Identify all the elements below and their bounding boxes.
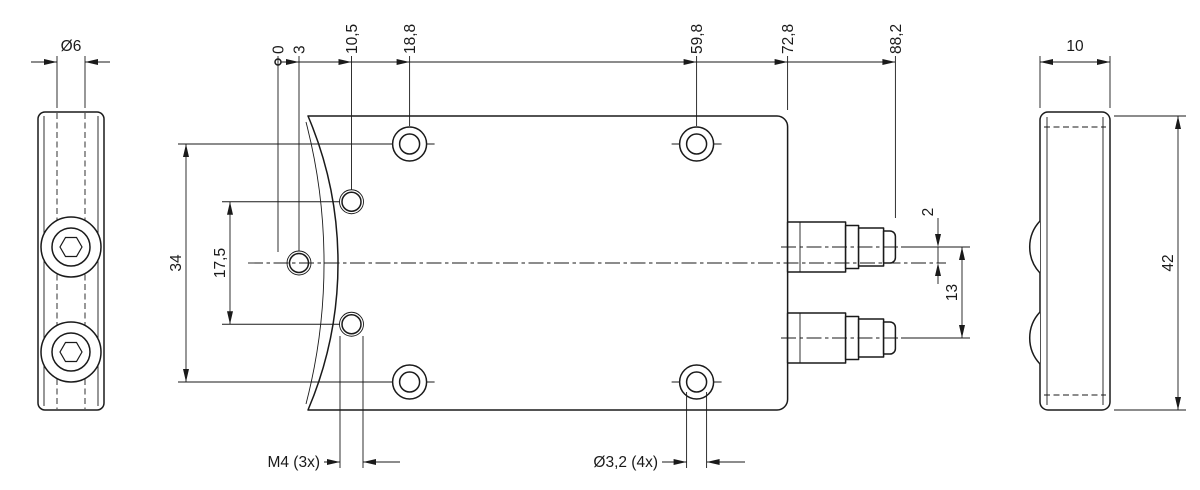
dim-lines — [324, 336, 400, 468]
dim-lines — [662, 392, 745, 468]
right-side-view — [1028, 111, 1111, 411]
socket-screw-head — [40, 321, 102, 383]
arrowheads — [327, 459, 376, 465]
dim-lines — [178, 143, 392, 383]
counterbore-hole — [384, 364, 435, 400]
callout-label-m4: M4 (3x) — [267, 454, 320, 471]
callout-m4: M4 (3x) — [267, 336, 400, 471]
extension-lines — [277, 56, 896, 252]
dim-label-dia6: Ø6 — [61, 38, 82, 55]
dim-label-17-5: 17,5 — [212, 248, 229, 278]
dim-label-2: 2 — [920, 208, 937, 217]
push-in-fitting — [781, 312, 903, 364]
hidden-edge-lines — [1044, 126, 1106, 396]
dim-label-10: 10 — [1066, 38, 1084, 55]
dim-lines — [222, 201, 340, 325]
dim-label-18-8: 18,8 — [402, 24, 419, 54]
left-edge-inner-arc — [305, 121, 325, 405]
socket-screw-head — [40, 216, 102, 278]
counterbore-hole — [671, 126, 722, 162]
hex-socket — [59, 236, 83, 258]
callout-dia32: Ø3,2 (4x) — [593, 392, 745, 471]
dim-dia6: Ø6 — [31, 38, 110, 108]
push-in-fitting — [781, 221, 903, 273]
dim-label-10-5: 10,5 — [344, 24, 361, 54]
dim-ordinate-top: 0 3 10,5 18,8 59,8 72,8 88,2 — [271, 24, 905, 252]
dim-label-13: 13 — [944, 284, 961, 301]
dim-label-42: 42 — [1160, 254, 1177, 271]
dim-label-72-8: 72,8 — [780, 24, 797, 54]
fitting-profile-bump — [1028, 311, 1041, 365]
dim-label-3: 3 — [292, 45, 309, 54]
arrowheads — [935, 234, 941, 276]
dim-2: 2 — [901, 208, 970, 284]
arrowheads — [44, 59, 98, 65]
arrowheads — [286, 59, 896, 65]
counterbore-hole — [384, 126, 435, 162]
hex-socket — [59, 341, 83, 363]
left-side-view — [37, 111, 105, 411]
dim-17-5: 17,5 — [212, 201, 340, 325]
dim-lines — [31, 56, 110, 108]
callout-label-dia32: Ø3,2 (4x) — [593, 454, 658, 471]
dim-label-34: 34 — [168, 254, 185, 272]
dim-13: 13 — [901, 247, 970, 339]
dim-lines — [901, 247, 970, 339]
dim-label-59-8: 59,8 — [689, 24, 706, 54]
dim-34: 34 — [168, 143, 392, 383]
arrowheads — [673, 459, 720, 465]
dim-lines — [901, 218, 970, 284]
dim-lines — [1114, 115, 1186, 411]
fitting-profile-bump — [1028, 220, 1041, 274]
dim-42: 42 — [1114, 115, 1186, 411]
counterbore-hole — [671, 364, 722, 400]
edge-tangent-lines — [1046, 117, 1104, 405]
dim-10: 10 — [1039, 38, 1111, 108]
right-view-body — [1039, 111, 1111, 411]
dim-label-0: 0 — [271, 45, 288, 54]
arrowheads — [227, 201, 233, 325]
dim-label-88-2: 88,2 — [888, 24, 905, 54]
front-view — [248, 115, 946, 411]
